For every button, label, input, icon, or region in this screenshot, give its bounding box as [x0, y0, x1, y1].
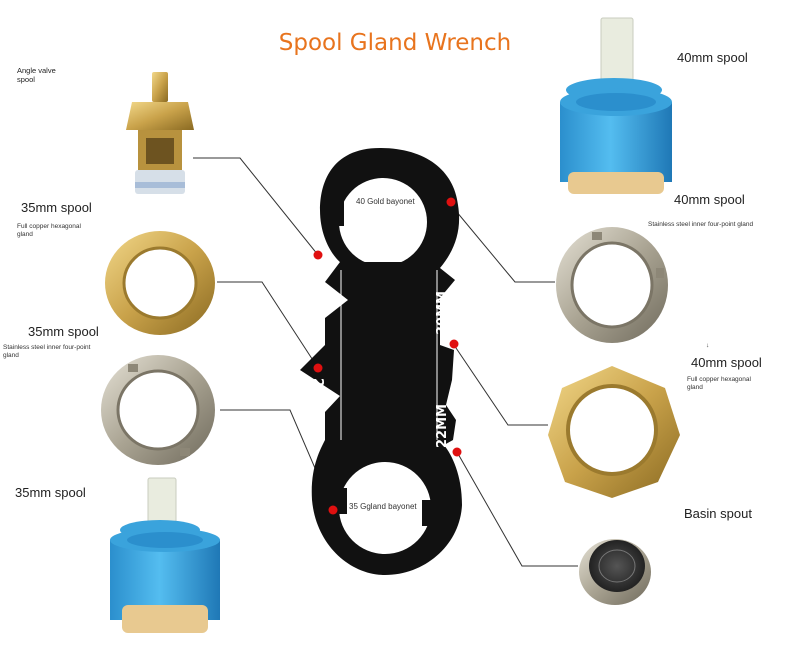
size-14mm-label: 14MM	[310, 262, 325, 306]
copper-hex-right-line-1: Full copper hexagonal	[687, 376, 751, 383]
steel-four-point-gland-right-image	[556, 227, 668, 343]
marker-40-bayonet	[446, 197, 456, 207]
steel-four-point-gland-left-image	[101, 355, 215, 465]
size-30mm-label: 30MM	[435, 291, 450, 335]
copper-hex-left-line-2: gland	[17, 231, 33, 238]
spool-35mm-label-3: 35mm spool	[15, 485, 86, 500]
spool-gland-wrench: 40 Gold bayonet 35 Ggland bayonet 14MM 2…	[300, 148, 462, 575]
steel-four-left-label: Stainless steel inner four-point gland	[3, 344, 90, 360]
spool-40mm-label-2: 40mm spool	[674, 192, 745, 207]
basin-spout-aerator-image	[579, 539, 651, 605]
spool-35mm-label-1: 35mm spool	[21, 200, 92, 215]
spool-40mm-label-1: 40mm spool	[677, 50, 748, 65]
copper-hex-gland-left-image	[105, 231, 215, 335]
top-hole-label: 40 Gold bayonet	[356, 197, 415, 206]
size-22mm-label: 22MM	[435, 404, 450, 448]
spool-40mm-label-3: 40mm spool	[691, 355, 762, 370]
size-markers	[313, 197, 462, 515]
steel-four-left-line-1: Stainless steel inner four-point	[3, 344, 91, 351]
angle-valve-label-line-1: Angle valve	[17, 66, 56, 75]
copper-hex-left-label: Full copper hexagonal gland	[17, 223, 81, 239]
copper-hex-right-line-2: gland	[687, 384, 703, 391]
marker-27mm	[313, 363, 323, 373]
angle-valve-label-line-2: spool	[17, 75, 35, 84]
copper-hex-right-label: Full copper hexagonal gland	[687, 376, 751, 392]
spool-40mm-cartridge-image	[560, 17, 672, 194]
steel-four-right-label: Stainless steel inner four-point gland	[648, 221, 754, 228]
angle-valve-label: Angle valve spool	[17, 66, 56, 84]
copper-hex-gland-right-image	[548, 366, 680, 498]
connector-lines	[193, 157, 578, 567]
bottom-hole-label: 35 Ggland bayonet	[349, 502, 417, 511]
steel-four-left-line-2: gland	[3, 352, 19, 359]
marker-35-bayonet	[328, 505, 338, 515]
copper-hex-left-line-1: Full copper hexagonal	[17, 223, 81, 230]
spool-35mm-cartridge-image	[110, 477, 220, 633]
spool-35mm-label-2: 35mm spool	[28, 324, 99, 339]
marker-22mm	[452, 447, 462, 457]
size-27mm-label: 27MM	[310, 378, 325, 422]
angle-valve-spool-image	[126, 72, 194, 194]
arrow-mark: ↓	[706, 342, 710, 349]
marker-30mm	[449, 339, 459, 349]
marker-14mm	[313, 250, 323, 260]
basin-spout-label: Basin spout	[684, 506, 752, 521]
page-title: Spool Gland Wrench	[278, 30, 512, 56]
